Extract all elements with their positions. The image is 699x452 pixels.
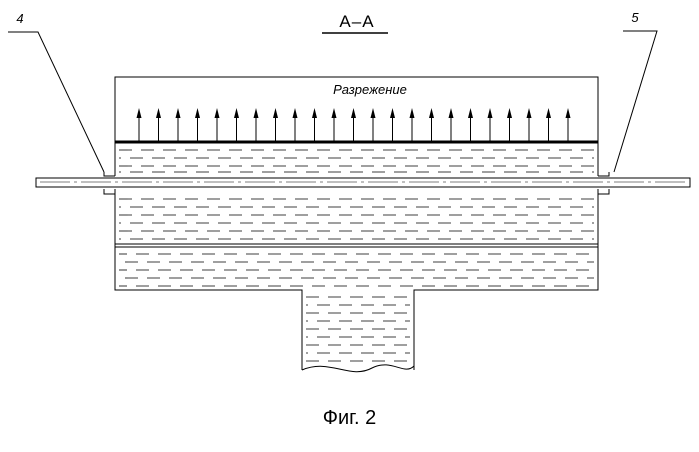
suction-arrow — [215, 108, 220, 141]
leader-line-5 — [614, 31, 657, 172]
suction-arrow — [390, 108, 395, 141]
lower-bath — [104, 189, 609, 372]
figure-caption: Фиг. 2 — [0, 407, 699, 430]
callout-label-5: 5 — [631, 10, 639, 25]
suction-arrow — [195, 108, 200, 141]
suction-arrow — [332, 108, 337, 141]
suction-arrow — [410, 108, 415, 141]
callout-label-4: 4 — [16, 11, 23, 26]
upper-liquid-layer — [104, 142, 609, 176]
leader-line-4 — [8, 32, 104, 172]
suction-arrow — [546, 108, 551, 141]
suction-arrow — [351, 108, 356, 141]
suction-arrow — [254, 108, 259, 141]
suction-arrow — [312, 108, 317, 141]
suction-arrow — [137, 108, 142, 141]
suction-arrow — [371, 108, 376, 141]
suction-arrow — [507, 108, 512, 141]
vacuum-label: Разрежение — [333, 82, 407, 97]
suction-arrow — [176, 108, 181, 141]
suction-arrow — [527, 108, 532, 141]
suction-arrow — [449, 108, 454, 141]
suction-arrow — [488, 108, 493, 141]
suction-arrow — [429, 108, 434, 141]
section-title: A–A — [339, 12, 374, 31]
suction-arrow — [293, 108, 298, 141]
plate — [36, 178, 690, 187]
suction-arrow — [566, 108, 571, 141]
suction-arrows — [137, 108, 571, 141]
suction-arrow — [156, 108, 161, 141]
suction-arrow — [234, 108, 239, 141]
suction-arrow — [273, 108, 278, 141]
suction-arrow — [468, 108, 473, 141]
